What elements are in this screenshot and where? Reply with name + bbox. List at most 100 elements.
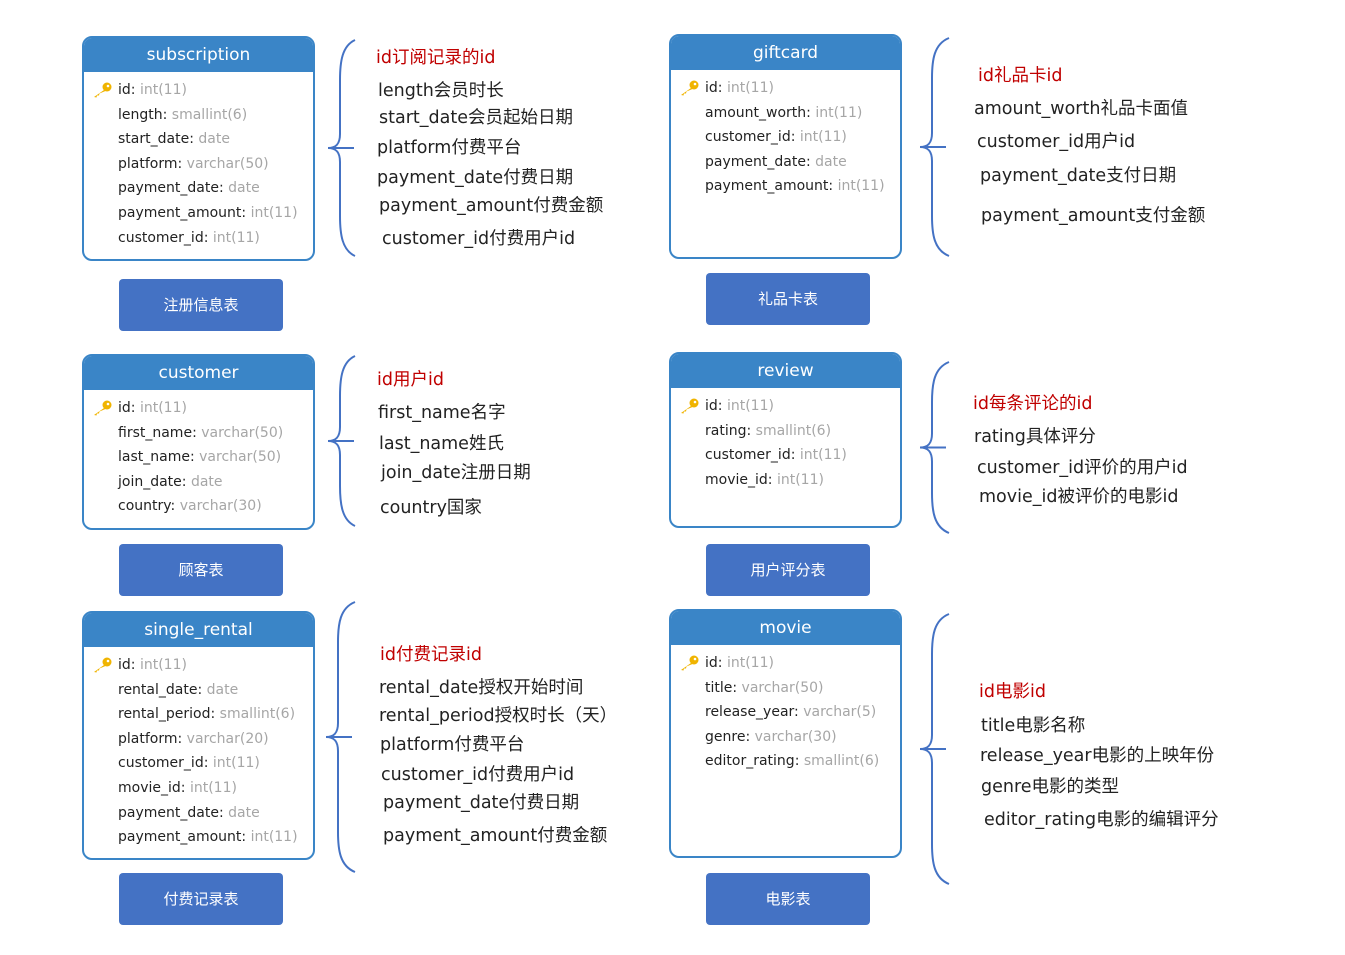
- field-type: date: [228, 180, 260, 197]
- field-type: int(11): [212, 229, 260, 246]
- field-note: payment_date支付日期: [980, 166, 1177, 186]
- field-separator: :: [806, 104, 816, 121]
- primary-key-note: id每条评论的id: [973, 394, 1093, 414]
- field-note: movie_id被评价的电影id: [979, 487, 1179, 507]
- field-list: id: int(11)title: varchar(50)release_yea…: [671, 645, 900, 784]
- field-type: date: [198, 131, 230, 148]
- field-note: last_name姓氏: [379, 434, 504, 454]
- field-row: id: int(11): [671, 76, 900, 101]
- field-type: int(11): [139, 400, 187, 416]
- field-row: title: varchar(50): [671, 676, 900, 701]
- field-name: rental_date: [118, 681, 198, 698]
- field-note: editor_rating电影的编辑评分: [984, 810, 1219, 830]
- primary-key-note: id订阅记录的id: [376, 48, 496, 68]
- primary-key-icon: [679, 655, 699, 671]
- field-row: rating: smallint(6): [671, 419, 900, 444]
- field-name: join_date: [118, 473, 182, 490]
- subscription-label-button[interactable]: 注册信息表: [119, 279, 283, 331]
- field-row: country: varchar(30): [84, 494, 313, 519]
- field-type: int(11): [799, 129, 847, 146]
- field-note: customer_id付费用户id: [382, 229, 576, 249]
- field-name: first_name: [118, 424, 193, 441]
- single-rental-label-button[interactable]: 付费记录表: [119, 873, 283, 925]
- review-label-button[interactable]: 用户评分表: [706, 544, 870, 596]
- field-type: int(11): [815, 104, 863, 121]
- field-row: platform: varchar(50): [84, 152, 313, 177]
- field-name: payment_amount: [705, 178, 829, 195]
- field-separator: :: [189, 449, 200, 466]
- field-row: platform: varchar(20): [84, 727, 313, 752]
- field-name: id: [705, 80, 718, 96]
- field-row: start_date: date: [84, 127, 313, 152]
- field-row: last_name: varchar(50): [84, 445, 313, 470]
- field-note: payment_date付费日期: [383, 793, 580, 813]
- movie-label-button[interactable]: 电影表: [706, 873, 870, 925]
- field-note: rental_period授权时长（天）: [379, 706, 618, 726]
- field-name: release_year: [705, 704, 795, 721]
- field-note: payment_date付费日期: [377, 168, 574, 188]
- field-separator: :: [170, 498, 180, 515]
- field-list: id: int(11) amount_worth: int(11) customer…: [671, 70, 900, 209]
- field-row: id: int(11): [84, 396, 313, 421]
- field-separator: :: [717, 80, 727, 96]
- field-type: smallint(6): [755, 422, 832, 439]
- giftcard-label-button[interactable]: 礼品卡表: [706, 273, 870, 325]
- field-note: release_year电影的上映年份: [980, 746, 1215, 766]
- field-type: varchar(5): [803, 704, 877, 721]
- field-name: customer_id: [118, 755, 204, 772]
- field-type: smallint(6): [219, 706, 296, 723]
- primary-key-icon: [679, 398, 699, 414]
- field-name: payment_date: [118, 804, 219, 821]
- field-type: varchar(50): [201, 424, 284, 441]
- field-note: rating具体评分: [974, 427, 1096, 447]
- table-title: movie: [671, 611, 900, 645]
- primary-key-icon: [92, 657, 112, 673]
- field-name: genre: [705, 728, 746, 745]
- customer-label-button[interactable]: 顾客表: [119, 544, 283, 596]
- field-type: smallint(6): [803, 753, 880, 770]
- field-separator: :: [181, 473, 191, 490]
- field-separator: :: [192, 424, 202, 441]
- field-separator: :: [218, 804, 229, 821]
- field-type: date: [190, 473, 223, 490]
- field-type: int(11): [726, 80, 774, 96]
- brace-connector: [328, 39, 356, 257]
- field-name: platform: [118, 730, 178, 747]
- table-title: review: [671, 354, 900, 388]
- field-separator: :: [794, 704, 804, 721]
- field-name: id: [705, 655, 718, 671]
- table-title: customer: [84, 356, 313, 390]
- field-type: int(11): [250, 204, 298, 221]
- field-type: int(11): [189, 779, 237, 796]
- field-name: id: [118, 657, 131, 673]
- field-name: rental_period: [118, 706, 211, 723]
- field-name: amount_worth: [705, 104, 807, 121]
- field-separator: :: [767, 471, 777, 488]
- field-row: id: int(11): [671, 394, 900, 419]
- field-note: genre电影的类型: [981, 777, 1120, 797]
- table-title: single_rental: [84, 613, 313, 647]
- primary-key-note: id电影id: [979, 682, 1046, 702]
- field-note: customer_id评价的用户id: [977, 458, 1188, 478]
- field-type: int(11): [776, 471, 824, 488]
- field-name: country: [118, 498, 171, 515]
- field-row: first_name: varchar(50): [84, 421, 313, 446]
- field-name: title: [705, 679, 733, 696]
- primary-key-icon: [92, 82, 112, 98]
- field-note: platform付费平台: [377, 138, 522, 158]
- field-separator: :: [746, 422, 756, 439]
- brace-connector: [326, 601, 356, 873]
- field-list: id: int(11)length: smallint(6)start_date…: [84, 72, 313, 259]
- field-row: customer_id: int(11): [84, 751, 313, 776]
- field-name: customer_id: [705, 129, 791, 146]
- field-type: int(11): [212, 755, 260, 772]
- field-separator: :: [130, 400, 140, 416]
- field-separator: :: [241, 829, 251, 846]
- field-name: start_date: [118, 131, 190, 148]
- field-row: movie_id: int(11): [671, 468, 900, 493]
- field-name: editor_rating: [705, 753, 795, 770]
